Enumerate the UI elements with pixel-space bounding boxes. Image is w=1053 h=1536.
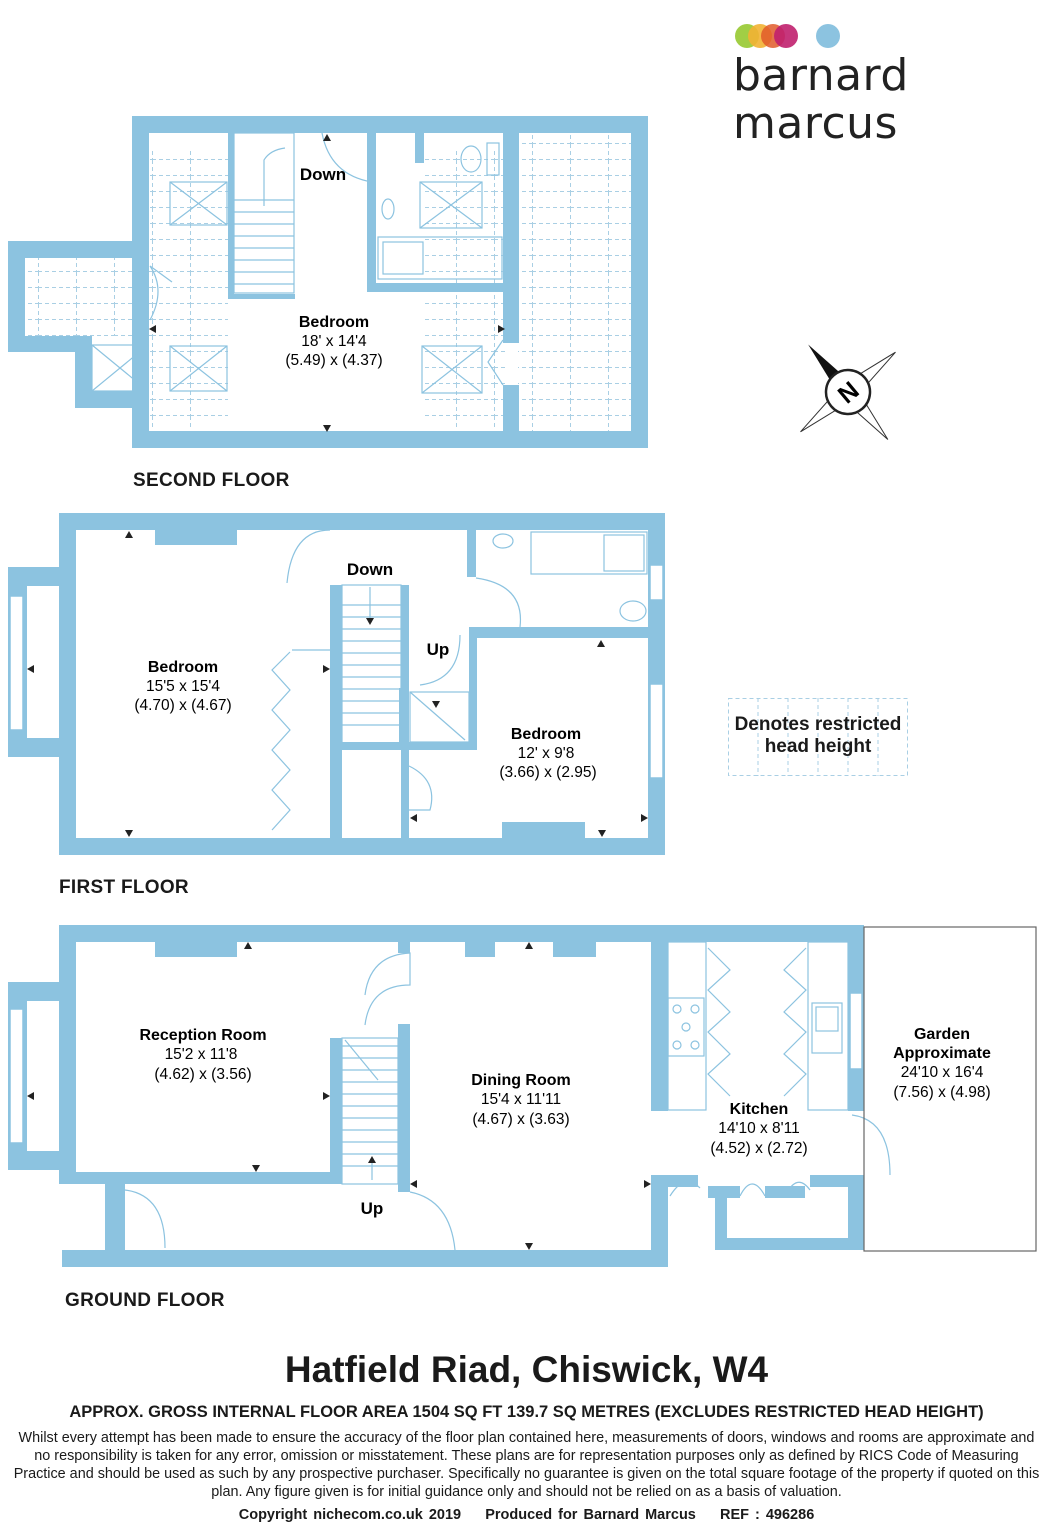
restricted-area (150, 150, 228, 430)
second-floor-stairs-label: Down (300, 165, 346, 184)
garden-imperial: 24'10 x 16'4 (901, 1064, 984, 1081)
kitchen-metric: (4.52) x (2.72) (710, 1140, 807, 1157)
legend-restricted-swatch (728, 698, 908, 776)
first-floor-bedroom-2-imperial: 12' x 9'8 (518, 745, 575, 762)
first-floor-bedroom-2-name: Bedroom (511, 726, 581, 743)
legend-line-2: head height (764, 736, 872, 757)
first-floor-stairs-up-label: Up (427, 640, 450, 659)
second-floor-label: SECOND FLOOR (133, 470, 290, 491)
restricted-area (518, 133, 632, 431)
ground-floor-plan: Up Reception Room 15'2 x 11'8 (4.62) x (… (8, 925, 1037, 1267)
ground-floor-stairs-label: Up (361, 1199, 384, 1218)
dining-room-imperial: 15'4 x 11'11 (481, 1091, 561, 1108)
floor-area: APPROX. GROSS INTERNAL FLOOR AREA 1504 S… (69, 1403, 984, 1421)
brand-logo-text: barnard marcus (733, 50, 909, 149)
legend-line-1: Denotes restricted (734, 714, 902, 735)
first-floor-bedroom-1-imperial: 15'5 x 15'4 (146, 678, 220, 695)
garden-name: Garden (914, 1026, 970, 1043)
first-floor-label: FIRST FLOOR (59, 877, 189, 898)
first-floor-stairs-down-label: Down (347, 560, 393, 579)
reception-room-name: Reception Room (139, 1027, 266, 1044)
first-floor-plan: Down Up Bedroom 15'5 x 15'4 (4.70) x (4.… (8, 513, 665, 855)
garden-metric: (7.56) x (4.98) (893, 1084, 990, 1101)
copyright-footer: Copyright nichecom.co.uk 2019 Produced f… (238, 1507, 815, 1523)
compass-icon: N (800, 344, 896, 440)
dining-room-metric: (4.67) x (3.63) (472, 1111, 569, 1128)
first-floor-bedroom-2-metric: (3.66) x (2.95) (499, 764, 596, 781)
second-floor-bedroom-metric: (5.49) x (4.37) (285, 352, 382, 369)
logo-dot-magenta (774, 24, 798, 48)
ground-floor-label: GROUND FLOOR (65, 1290, 225, 1311)
logo-dot-blue (816, 24, 840, 48)
restricted-area (26, 258, 150, 336)
legend-text: Denotes restricted head height (728, 714, 908, 758)
reception-room-imperial: 15'2 x 11'8 (165, 1046, 238, 1063)
reception-room-metric: (4.62) x (3.56) (154, 1066, 251, 1083)
kitchen-name: Kitchen (730, 1101, 789, 1118)
second-floor-bedroom-imperial: 18' x 14'4 (301, 333, 367, 350)
garden-name-approx: Approximate (893, 1045, 991, 1062)
floor-plan: Down Bedroom 18' x 14'4 (5.49) x (4.37) … (8, 116, 1037, 1267)
first-floor-bedroom-1-name: Bedroom (148, 659, 218, 676)
kitchen-imperial: 14'10 x 8'11 (718, 1120, 799, 1137)
dining-room-name: Dining Room (471, 1072, 571, 1089)
second-floor-plan: Down Bedroom 18' x 14'4 (5.49) x (4.37) (8, 116, 648, 448)
brand-logo-dots (735, 24, 840, 48)
first-floor-bedroom-1-metric: (4.70) x (4.67) (134, 697, 231, 714)
property-address: Hatfield Riad, Chiswick, W4 (284, 1349, 769, 1390)
second-floor-bedroom-name: Bedroom (299, 314, 369, 331)
disclaimer: Whilst every attempt has been made to en… (13, 1430, 1040, 1500)
